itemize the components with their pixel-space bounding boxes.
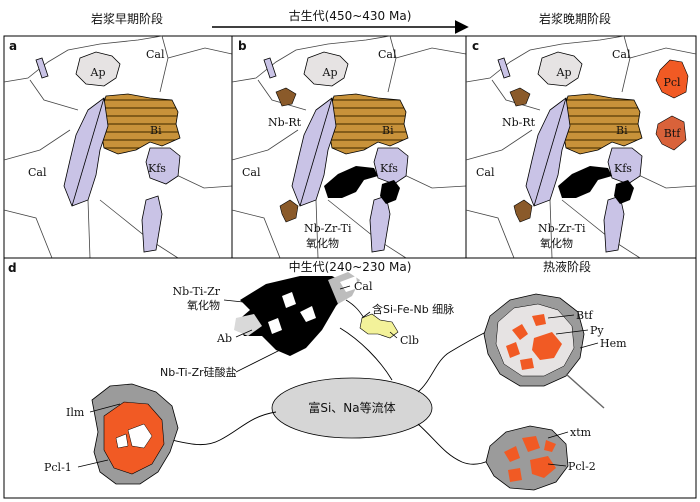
stage-early-title: 岩浆早期阶段 xyxy=(91,11,163,26)
d-ab-label: Ab xyxy=(216,332,232,345)
fluid-ellipse xyxy=(271,377,433,439)
d-xtm-label: xtm xyxy=(570,426,592,439)
d-pcl2-label: Pcl-2 xyxy=(568,460,596,473)
panel-b-oxide-1: Nb-Zr-Ti xyxy=(304,222,352,235)
panel-c-kfs: Kfs xyxy=(614,162,632,175)
hydrothermal-stage-title: 热液阶段 xyxy=(543,259,591,274)
panel-b xyxy=(231,35,467,259)
oxide-aggregate xyxy=(234,272,360,356)
d-silicate-label: Nb-Ti-Zr硅酸盐 xyxy=(160,365,237,379)
panel-b-ap: Ap xyxy=(322,66,338,79)
d-oxide-label-1: Nb-Ti-Zr xyxy=(173,285,221,298)
panel-d xyxy=(3,257,697,499)
panel-b-nbrt: Nb-Rt xyxy=(268,116,302,129)
panel-a xyxy=(3,35,233,259)
panel-c-letter: c xyxy=(472,39,479,53)
era-mesozoic-title: 中生代(240~230 Ma) xyxy=(289,259,412,274)
panel-c-cal-left: Cal xyxy=(476,166,495,179)
d-cal-label: Cal xyxy=(354,280,373,293)
panel-b-cal-left: Cal xyxy=(242,166,261,179)
d-btf-label: Btf xyxy=(576,309,594,322)
panel-c-pcl: Pcl xyxy=(663,76,681,89)
d-clb-label: Clb xyxy=(400,334,419,347)
panel-c-ap: Ap xyxy=(556,66,572,79)
d-ilm-label: Ilm xyxy=(66,406,85,419)
fluid-label: 富Si、Na等流体 xyxy=(308,400,395,415)
d-pcl1-label: Pcl-1 xyxy=(44,461,72,474)
d-oxide-label-2: 氧化物 xyxy=(187,298,220,312)
panel-c-oxide-2: 氧化物 xyxy=(540,236,573,250)
d-hem-label: Hem xyxy=(600,337,627,350)
panel-c-cal-top: Cal xyxy=(612,48,631,61)
xtm-pcl2-grain xyxy=(485,425,569,491)
panel-b-kfs: Kfs xyxy=(380,162,398,175)
d-vein-label: 含Si-Fe-Nb 细脉 xyxy=(372,302,454,316)
panel-c xyxy=(465,35,697,259)
panel-a-bi: Bi xyxy=(150,124,162,137)
panel-b-oxide-2: 氧化物 xyxy=(306,236,339,250)
panel-a-ap: Ap xyxy=(90,66,106,79)
panel-b-letter: b xyxy=(238,39,247,53)
panel-a-cal-left: Cal xyxy=(28,166,47,179)
panel-a-kfs: Kfs xyxy=(148,162,166,175)
d-py-label: Py xyxy=(590,324,604,337)
ilm-pcl1-grain xyxy=(91,383,179,485)
stage-late-title: 岩浆晚期阶段 xyxy=(539,11,611,26)
panel-b-bi: Bi xyxy=(382,124,394,137)
panel-a-cal-top: Cal xyxy=(146,48,165,61)
panel-c-bi: Bi xyxy=(616,124,628,137)
era-paleozoic-title: 古生代(450~430 Ma) xyxy=(289,8,412,23)
panel-c-oxide-1: Nb-Zr-Ti xyxy=(538,222,586,235)
panel-d-letter: d xyxy=(8,261,17,275)
panel-c-nbrt: Nb-Rt xyxy=(502,116,536,129)
panel-a-letter: a xyxy=(9,39,17,53)
panel-b-cal-top: Cal xyxy=(378,48,397,61)
panel-c-btf: Btf xyxy=(664,127,682,140)
